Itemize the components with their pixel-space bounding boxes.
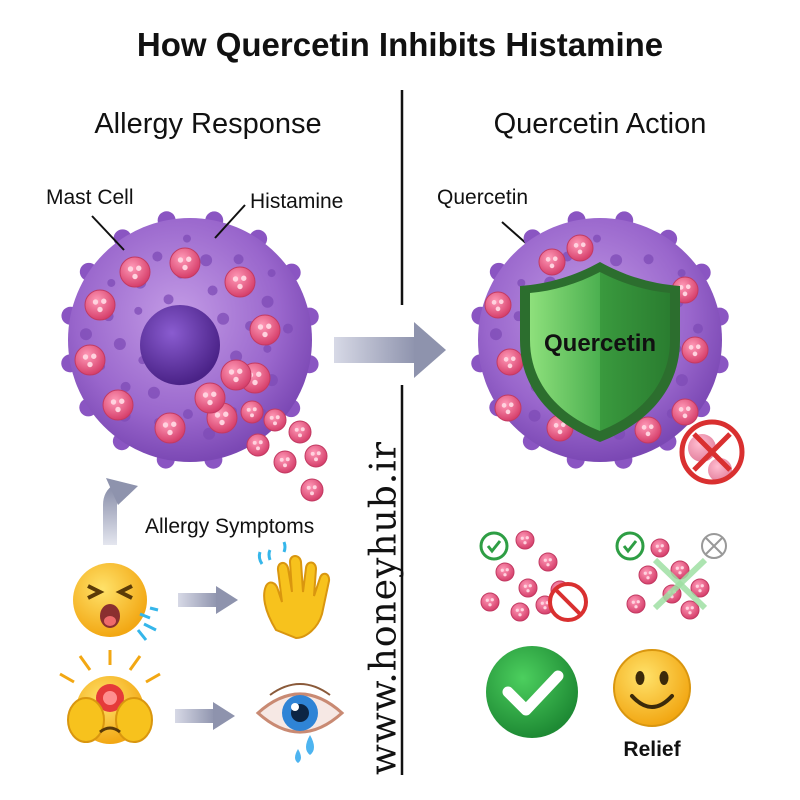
- histamine-granule: [240, 400, 264, 424]
- released-histamine: [240, 400, 328, 502]
- headache-icon: [59, 650, 161, 744]
- check-circle-icon: [486, 646, 578, 738]
- histamine-granule: [484, 291, 512, 319]
- cell-nucleus: [140, 305, 220, 385]
- histamine-reduced-group: [615, 531, 727, 620]
- histamine-granule: [224, 266, 256, 298]
- histamine-granule: [300, 478, 324, 502]
- watery-eye-icon: [255, 683, 345, 763]
- histamine-granule: [169, 247, 201, 279]
- histamine-granule: [194, 382, 226, 414]
- histamine-granule: [494, 394, 522, 422]
- process-arrow-icon: [334, 322, 446, 378]
- histamine-granule: [681, 336, 709, 364]
- arrow-right-icon: [175, 702, 235, 730]
- histamine-label: Histamine: [250, 190, 344, 213]
- sneezing-face-icon: [73, 563, 159, 641]
- histamine-granule: [304, 444, 328, 468]
- shield-icon: [520, 262, 680, 442]
- histamine-granule: [273, 450, 297, 474]
- histamine-granule: [119, 256, 151, 288]
- histamine-granule: [154, 412, 186, 444]
- shield-label: Quercetin: [543, 330, 657, 357]
- histamine-granule: [634, 416, 662, 444]
- histamine-granule: [249, 314, 281, 346]
- relief-label: Relief: [623, 738, 681, 761]
- mast-cell-pointer: [91, 215, 125, 251]
- histamine-granule: [74, 344, 106, 376]
- histamine-granule: [263, 408, 287, 432]
- histamine-granule: [566, 234, 594, 262]
- itching-hand-icon: [257, 541, 331, 640]
- histamine-granule: [288, 420, 312, 444]
- histamine-granule: [102, 389, 134, 421]
- watermark: www.honeyhub.ir: [363, 441, 405, 775]
- histamine-granule: [220, 359, 252, 391]
- page-title: How Quercetin Inhibits Histamine: [136, 26, 664, 63]
- arrow-right-icon: [178, 586, 238, 614]
- smiling-face-icon: [613, 649, 691, 727]
- histamine-granule: [538, 248, 566, 276]
- mast-cell-label: Mast Cell: [46, 186, 134, 209]
- quercetin-action-heading: Quercetin Action: [493, 108, 707, 140]
- histamine-granule: [246, 433, 270, 457]
- allergy-response-heading: Allergy Response: [94, 108, 322, 140]
- histamine-granule: [84, 289, 116, 321]
- histamine-granule: [671, 398, 699, 426]
- blocked-release-icon: [679, 419, 745, 485]
- allergy-symptoms-label: Allergy Symptoms: [145, 515, 315, 538]
- histamine-pointer: [214, 204, 246, 239]
- up-arrow-icon: [103, 478, 138, 545]
- quercetin-label: Quercetin: [437, 186, 529, 209]
- histamine-blocked-group: [479, 530, 588, 622]
